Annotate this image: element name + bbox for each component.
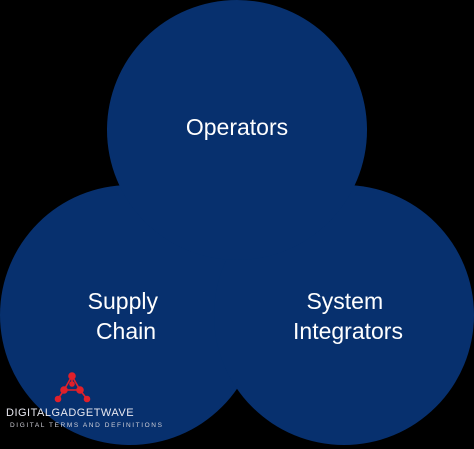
watermark-subtitle: DIGITAL TERMS AND DEFINITIONS bbox=[10, 422, 164, 429]
operators-line-1: Operators bbox=[186, 114, 288, 140]
watermark-title: DIGITALGADGETWAVE bbox=[6, 407, 134, 419]
watermark: DIGITALGADGETWAVE DIGITAL TERMS AND DEFI… bbox=[6, 372, 164, 429]
system-integrators-line-2: Integrators bbox=[293, 318, 403, 344]
supply-chain-line-2: Chain bbox=[96, 318, 156, 344]
circle-operators bbox=[107, 0, 367, 260]
circle-label-system-integrators: System Integrators bbox=[293, 288, 403, 344]
system-integrators-line-1: System bbox=[306, 288, 383, 314]
molecule-network-icon bbox=[54, 372, 91, 403]
supply-chain-line-1: Supply bbox=[88, 288, 159, 314]
circle-label-operators: Operators bbox=[186, 114, 288, 140]
circle-label-supply-chain: Supply Chain bbox=[88, 288, 165, 344]
